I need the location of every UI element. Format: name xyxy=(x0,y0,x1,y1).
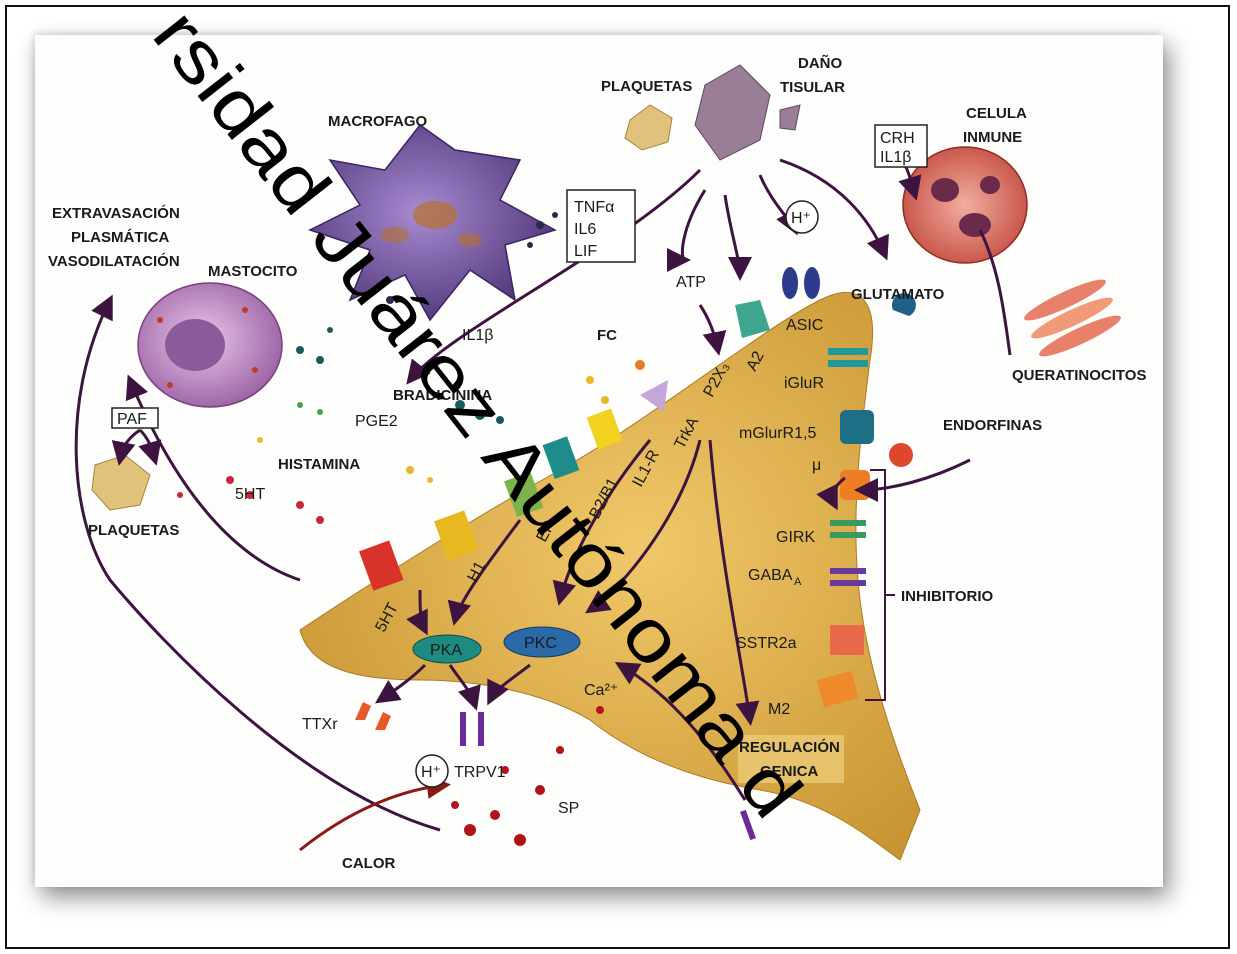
label-h-plus-top: H⁺ xyxy=(791,210,811,227)
platelet-left xyxy=(92,455,150,510)
label-fc: FC xyxy=(597,327,617,344)
label-inhibitorio: INHIBITORIO xyxy=(901,588,994,605)
label-calor: CALOR xyxy=(342,855,395,872)
label-gaba-sub: A xyxy=(794,576,802,588)
label-plaquetas-left: PLAQUETAS xyxy=(88,522,179,539)
label-h-plus-bottom: H⁺ xyxy=(421,764,441,781)
label-il6: IL6 xyxy=(574,221,596,238)
label-endorfinas: ENDORFINAS xyxy=(943,417,1042,434)
label-histamina: HISTAMINA xyxy=(278,456,360,473)
label-crh: CRH xyxy=(880,130,915,147)
label-celula: CELULA xyxy=(966,105,1027,122)
label-mu: μ xyxy=(812,457,821,474)
label-tisular: TISULAR xyxy=(780,79,845,96)
label-sp: SP xyxy=(558,800,579,817)
label-paf: PAF xyxy=(117,411,147,428)
label-gaba: GABA xyxy=(748,567,793,584)
label-sstr: SSTR2a xyxy=(736,635,797,652)
label-m2: M2 xyxy=(768,701,790,718)
label-dano: DAÑO xyxy=(798,54,842,72)
mast-cell xyxy=(138,283,282,407)
label-mglur: mGlurR1,5 xyxy=(739,425,816,442)
label-plaquetas-top: PLAQUETAS xyxy=(601,78,692,95)
label-atp: ATP xyxy=(676,274,706,291)
label-extravasacion: EXTRAVASACIÓN xyxy=(52,204,180,222)
label-asic: ASIC xyxy=(786,317,823,334)
label-pka: PKA xyxy=(430,642,462,659)
label-lif: LIF xyxy=(574,243,597,260)
label-pge2: PGE2 xyxy=(355,413,398,430)
heat-arrow xyxy=(300,785,445,850)
label-5ht: 5HT xyxy=(235,486,265,503)
label-inmune: INMUNE xyxy=(963,129,1022,146)
label-pkc: PKC xyxy=(524,635,557,652)
label-vasodilatacion: VASODILATACIÓN xyxy=(48,252,180,270)
label-mastocito: MASTOCITO xyxy=(208,263,298,280)
keratinocytes xyxy=(1021,274,1124,363)
label-ca: Ca²⁺ xyxy=(584,682,618,699)
label-queratinocitos: QUERATINOCITOS xyxy=(1012,367,1146,384)
label-tnf: TNFα xyxy=(574,199,614,216)
label-girk: GIRK xyxy=(776,529,815,546)
label-iglur: iGluR xyxy=(784,375,824,392)
label-ttxr: TTXr xyxy=(302,716,338,733)
platelet-top xyxy=(625,105,672,150)
label-trpv1: TRPV1 xyxy=(454,764,506,781)
label-glutamato: GLUTAMATO xyxy=(851,286,945,303)
label-plasmatica: PLASMÁTICA xyxy=(71,229,169,246)
label-il1b-box: IL1β xyxy=(880,149,911,166)
label-macrofago: MACROFAGO xyxy=(328,113,427,130)
